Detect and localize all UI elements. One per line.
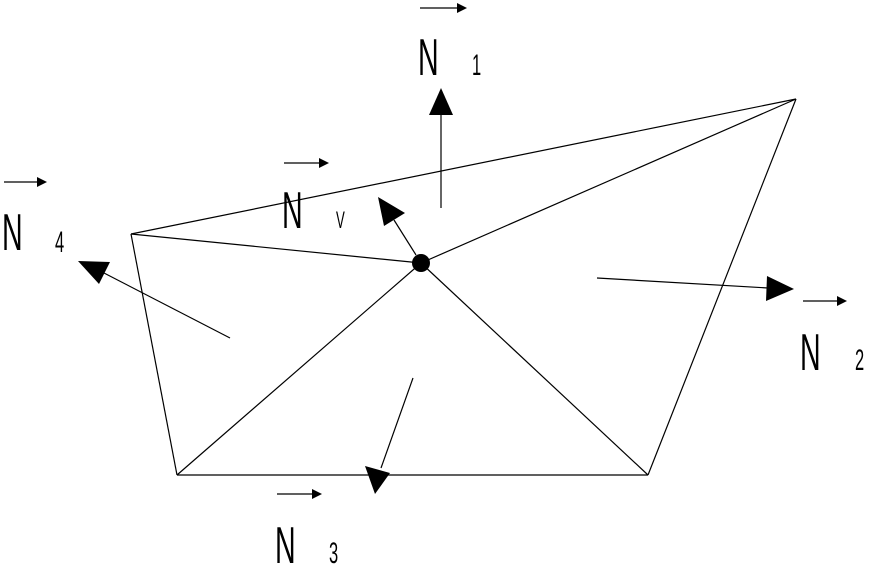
edge-v4-v1: [130, 98, 797, 235]
label-n3: N 3: [275, 489, 338, 569]
label-n3-symbol: N: [275, 516, 296, 569]
mesh-edges: [130, 98, 797, 476]
shared-vertex-dot: [412, 254, 430, 272]
edge-center-v2: [420, 262, 649, 476]
label-nv-index: V: [336, 207, 345, 234]
arrowhead-n1: [429, 88, 453, 115]
arrowhead-n2: [766, 276, 794, 301]
edge-v3-v4: [130, 233, 178, 476]
normal-arrow-n3: [365, 377, 414, 494]
label-n4-index: 4: [55, 226, 64, 259]
label-n4: N 4: [2, 177, 64, 261]
label-n4-symbol: N: [2, 203, 23, 261]
label-n2-index: 2: [855, 344, 864, 377]
label-nv: N V: [282, 158, 345, 239]
label-n1: N 1: [418, 3, 481, 86]
edge-v1-v2: [647, 98, 797, 476]
label-n2: N 2: [800, 296, 864, 381]
normal-arrow-n1: [429, 88, 453, 208]
arrowhead-n3: [365, 466, 390, 494]
normal-arrow-n4: [78, 261, 231, 339]
label-n1-index: 1: [472, 49, 481, 82]
edge-center-v4: [130, 233, 422, 264]
label-n3-index: 3: [329, 537, 338, 569]
label-n2-symbol: N: [800, 323, 821, 381]
arrowhead-nv: [378, 197, 405, 226]
normal-arrow-n2: [596, 276, 794, 301]
edge-center-v3: [176, 262, 422, 476]
arrowhead-n4: [78, 261, 110, 284]
edge-center-v1: [420, 98, 797, 264]
label-nv-symbol: N: [282, 181, 303, 239]
normal-arrow-nv: [378, 197, 417, 256]
label-n1-symbol: N: [418, 28, 439, 86]
